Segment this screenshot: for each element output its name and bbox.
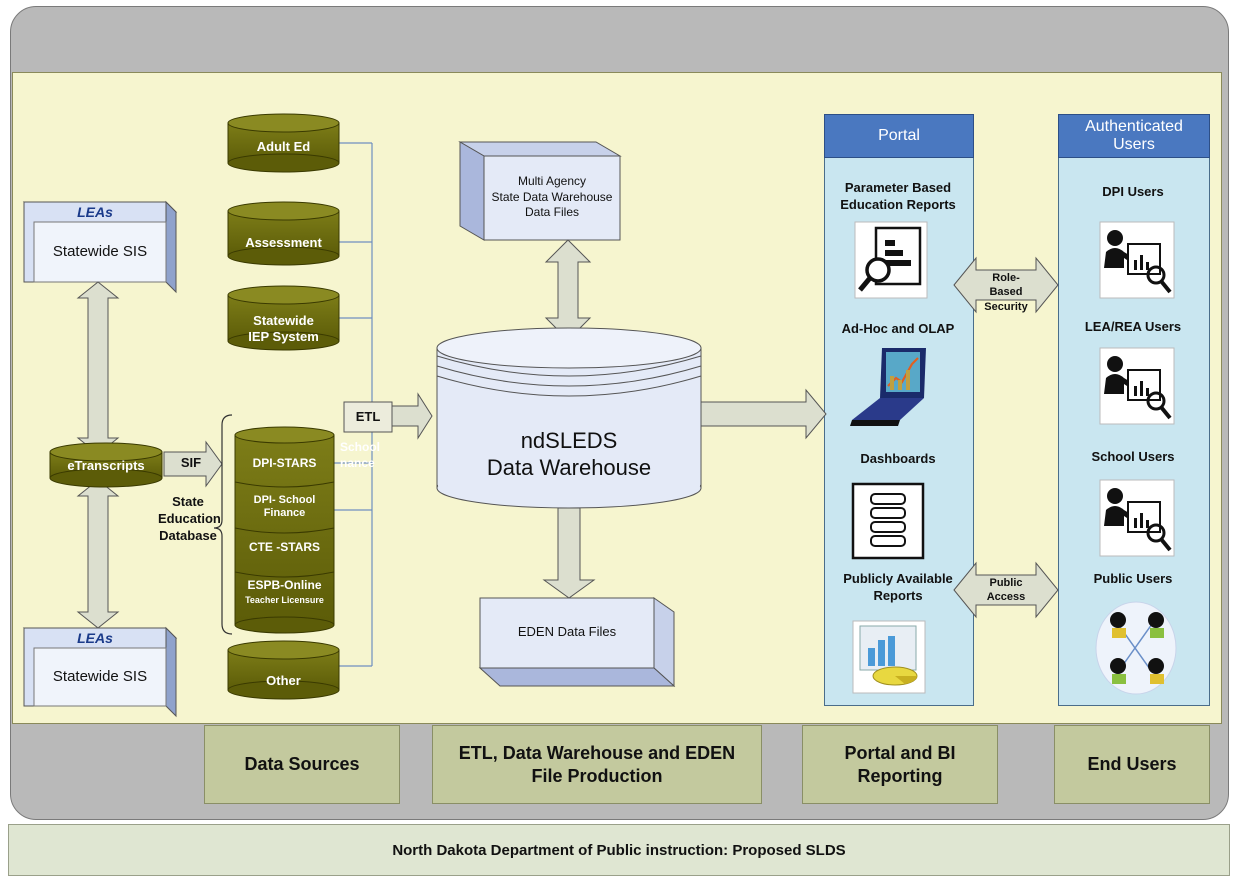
role-based-security-label: Role-Based Security: [984, 272, 1028, 313]
espb-label-line1: ESPB-Online: [247, 578, 322, 592]
espb-label-line2: Teacher Licensure: [245, 595, 324, 605]
adult-ed-cylinder: [227, 113, 340, 173]
lea-bottom-label: Statewide SIS: [52, 668, 148, 685]
arrow-warehouse-portal: [700, 388, 827, 440]
etl-label: ETL: [355, 409, 381, 424]
portal-item-parameter-reports: Parameter Based Education Reports: [840, 180, 956, 212]
school-user-icon: [1099, 479, 1175, 557]
user-item-dpi: DPI Users: [1102, 184, 1164, 199]
etl-arrow: [391, 392, 433, 440]
arrow-lea-etranscripts-bottom: [76, 479, 120, 629]
portal-header: Portal: [824, 114, 974, 158]
dpi-user-icon: [1099, 221, 1175, 299]
etl-box: [343, 401, 393, 433]
user-item-public: Public Users: [1093, 571, 1173, 586]
sif-arrow: [163, 440, 223, 488]
cte-stars-label: CTE -STARS: [248, 540, 321, 554]
state-db-label: State Education Database: [158, 494, 221, 543]
users-header: Authenticated Users: [1058, 114, 1210, 158]
multi-agency-box: [458, 141, 622, 241]
label-end-users: End Users: [1054, 725, 1210, 804]
sif-label: SIF: [180, 455, 202, 470]
public-users-network-icon: [1095, 601, 1177, 695]
arrow-warehouse-eden: [542, 507, 596, 599]
lea-top-box: [22, 200, 178, 294]
etranscripts-cylinder: [49, 442, 163, 488]
lea-top-title: LEAs: [77, 204, 113, 220]
footer-caption: North Dakota Department of Public instru…: [8, 824, 1230, 876]
arrow-multi-agency-warehouse: [544, 239, 592, 341]
label-etl-warehouse: ETL, Data Warehouse and EDEN File Produc…: [432, 725, 762, 804]
iep-cylinder: [227, 285, 340, 351]
multi-agency-label: Multi Agency State Data Warehouse Data F…: [491, 174, 613, 220]
assessment-cylinder: [227, 201, 340, 266]
lea-rea-user-icon: [1099, 347, 1175, 425]
portal-item-dashboards: Dashboards: [860, 451, 936, 466]
public-access-label: Public Access: [986, 577, 1026, 604]
portal-item-public-reports: Publicly Available Reports: [843, 571, 953, 603]
label-portal-bi: Portal and BI Reporting: [802, 725, 998, 804]
ghost-school-finance-text: School nance: [340, 440, 381, 470]
label-data-sources: Data Sources: [204, 725, 400, 804]
eden-box: [478, 597, 676, 688]
dpi-school-finance-label: DPI- School Finance: [253, 494, 316, 519]
warehouse-title-line1: ndSLEDS: [520, 428, 618, 453]
state-db-bracket: [213, 414, 233, 635]
lea-top-label: Statewide SIS: [52, 243, 148, 260]
etranscripts-label: eTranscripts: [67, 458, 145, 473]
other-label: Other: [266, 673, 301, 688]
assessment-label: Assessment: [245, 235, 322, 250]
arrow-role-based-security: [953, 256, 1059, 314]
warehouse-title-line2: Data Warehouse: [486, 455, 652, 480]
lea-bottom-box: [22, 626, 178, 718]
iep-label: Statewide IEP System: [248, 313, 319, 344]
dashboard-icon: [851, 482, 925, 560]
public-report-chart-icon: [852, 620, 926, 694]
arrow-public-access: [953, 561, 1059, 619]
warehouse-cylinder: [436, 327, 702, 509]
user-item-school: School Users: [1091, 449, 1175, 464]
lea-bottom-title: LEAs: [77, 630, 113, 646]
olap-laptop-icon: [850, 348, 926, 426]
portal-item-adhoc-olap: Ad-Hoc and OLAP: [841, 321, 955, 336]
eden-label: EDEN Data Files: [517, 624, 617, 639]
adult-ed-label: Adult Ed: [256, 139, 311, 154]
user-item-lea-rea: LEA/REA Users: [1084, 319, 1182, 334]
dpi-stars-label: DPI-STARS: [252, 456, 317, 470]
state-db-stack-cylinder: [234, 426, 335, 634]
arrow-lea-etranscripts-top: [76, 281, 120, 455]
other-cylinder: [227, 640, 340, 700]
report-search-icon: [854, 221, 928, 299]
